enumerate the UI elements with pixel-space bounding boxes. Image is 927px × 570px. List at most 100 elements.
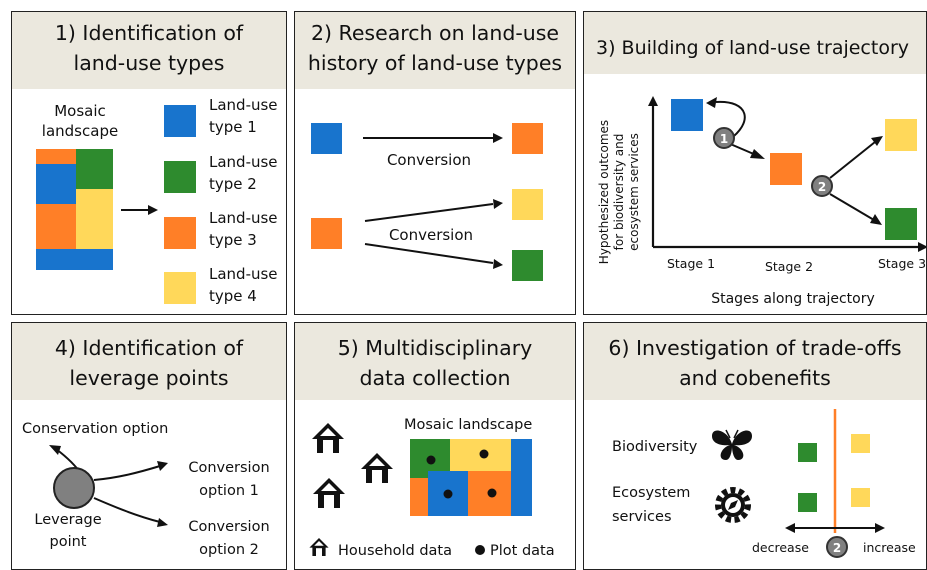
plot-point [479,449,489,459]
mosaic-label-line-2: landscape [42,122,118,140]
arrow-right-icon [875,523,885,533]
biodiversity-swatch-green [798,443,817,462]
type-4-line-2: type 4 [209,287,257,305]
source-swatch-blue [311,123,342,154]
panel-5-diagram: Mosaic landscape Household data Plot dat… [309,417,555,559]
panel-identification-of-leverage-points: 4) Identification of leverage points Con… [11,322,287,570]
arrow-right-icon [157,461,168,471]
trajectory-marker-2 [811,175,833,197]
stage-2-swatch-orange [770,153,802,185]
stage-1-swatch-blue [671,99,703,131]
plot-point [426,455,436,465]
type-4-line-1: Land-use [209,265,278,283]
conversion-option-1-line-2: option 1 [199,483,259,499]
panel-header [295,12,575,89]
land-use-swatch-orange [164,217,196,249]
panel-building-of-land-use-trajectory: 3) Building of land-use trajectory Hypot… [583,11,927,315]
type-1-line-1: Land-use [209,96,278,114]
arrow-down-right-icon [157,518,168,527]
arrow-down-right-icon [750,149,765,159]
conservation-option-label: Conservation option [22,421,168,437]
panel-header [12,12,286,89]
arrow-up-left-icon [49,445,61,455]
type-3-line-1: Land-use [209,209,278,227]
y-axis-label-line-3: ecosystem services [627,133,641,251]
mosaic-label-line-1: Mosaic [54,102,106,120]
stage-3-swatch-green [885,208,917,240]
conversion-label-1: Conversion [387,151,471,169]
stage-1-label: Stage 1 [667,256,715,271]
land-use-swatch-green [164,161,196,193]
y-axis-label: Hypothesized outcomes for biodiversity a… [597,120,641,264]
panel-title-line-2: and cobenefits [679,366,831,390]
plot-legend-label: Plot data [490,543,555,559]
house-icon [361,453,393,483]
conversion-option-1-line-1: Conversion [188,460,269,476]
trajectory-marker-2 [826,536,848,558]
panel-header [584,323,926,400]
leverage-point-node [53,467,95,509]
type-2-line-1: Land-use [209,153,278,171]
panel-1-diagram: Mosaic landscape Land-use type 1 Land-us… [36,96,278,305]
plot-point [443,489,453,499]
panel-identification-of-land-use-types: 1) Identification of land-use types Mosa… [11,11,287,315]
arrow-down-right-icon [493,259,503,269]
panel-title-line-1: 1) Identification of [54,21,244,45]
conversion-option-2-line-1: Conversion [188,519,269,535]
target-swatch-yellow [512,189,543,220]
ecosystem-swatch-yellow [851,488,870,507]
stage-3-label: Stage 3 [878,256,926,271]
trajectory-marker-2-label: 2 [833,541,841,555]
biodiversity-swatch-yellow [851,434,870,453]
land-use-swatch-yellow [164,272,196,304]
house-icon [312,423,344,453]
panel-title-line-2: leverage points [69,366,229,390]
panel-multidisciplinary-data-collection: 5) Multidisciplinary data collection Mos… [294,322,576,570]
mosaic-landscape [410,439,532,516]
type-3-line-2: type 3 [209,231,257,249]
butterfly-icon [712,429,752,460]
target-swatch-orange [512,123,543,154]
biodiversity-label: Biodiversity [612,439,698,455]
ecosystem-swatch-green [798,493,817,512]
mosaic-landscape-label: Mosaic landscape [404,417,532,433]
arrow-up-right-icon [871,136,883,146]
panel-investigation-of-trade-offs: 6) Investigation of trade-offs and coben… [583,322,927,570]
trajectory-marker-1-label: 1 [720,132,728,146]
trajectory-marker-2-label: 2 [818,180,826,194]
household-legend-label: Household data [338,543,452,559]
panel-2-diagram: Conversion Conversion [311,123,543,281]
arrow-up-right-icon [493,199,503,209]
panel-6-diagram: Biodiversity Ecosystem services decrease… [612,409,916,558]
target-swatch-green [512,250,543,281]
conversion-option-2-line-2: option 2 [199,542,259,558]
plot-point [487,488,497,498]
panel-title-line-1: 5) Multidisciplinary [337,336,533,360]
decrease-label: decrease [752,540,809,555]
panel-header [584,12,926,74]
mosaic-landscape [36,149,113,270]
gear-compass-icon [715,487,751,523]
household-legend-icon [309,538,329,556]
y-axis-arrow-icon [648,96,658,106]
stage-2-label: Stage 2 [765,259,813,274]
ecosystem-services-label-line-1: Ecosystem [612,485,690,501]
arrow-down-right-icon [870,214,882,225]
panel-title-line-1: 2) Research on land-use [310,21,560,45]
x-axis-arrow-icon [918,242,926,252]
arrow-left-icon [785,523,795,533]
panel-title-line-2: history of land-use types [307,51,563,75]
plot-legend-icon [475,545,485,555]
conversion-label-2: Conversion [389,226,473,244]
leverage-point-label-line-2: point [50,534,87,550]
panel-header [295,323,575,400]
ecosystem-services-label-line-2: services [612,509,672,525]
arrow-right-icon [148,205,158,215]
panel-3-diagram: Hypothesized outcomes for biodiversity a… [597,96,926,307]
y-axis-label-line-1: Hypothesized outcomes [597,120,611,264]
y-axis-label-line-2: for biodiversity and [612,134,626,251]
loop-arrow-icon [706,97,717,108]
house-icon [313,478,345,508]
stage-3-swatch-yellow [885,119,917,151]
increase-label: increase [863,540,916,555]
